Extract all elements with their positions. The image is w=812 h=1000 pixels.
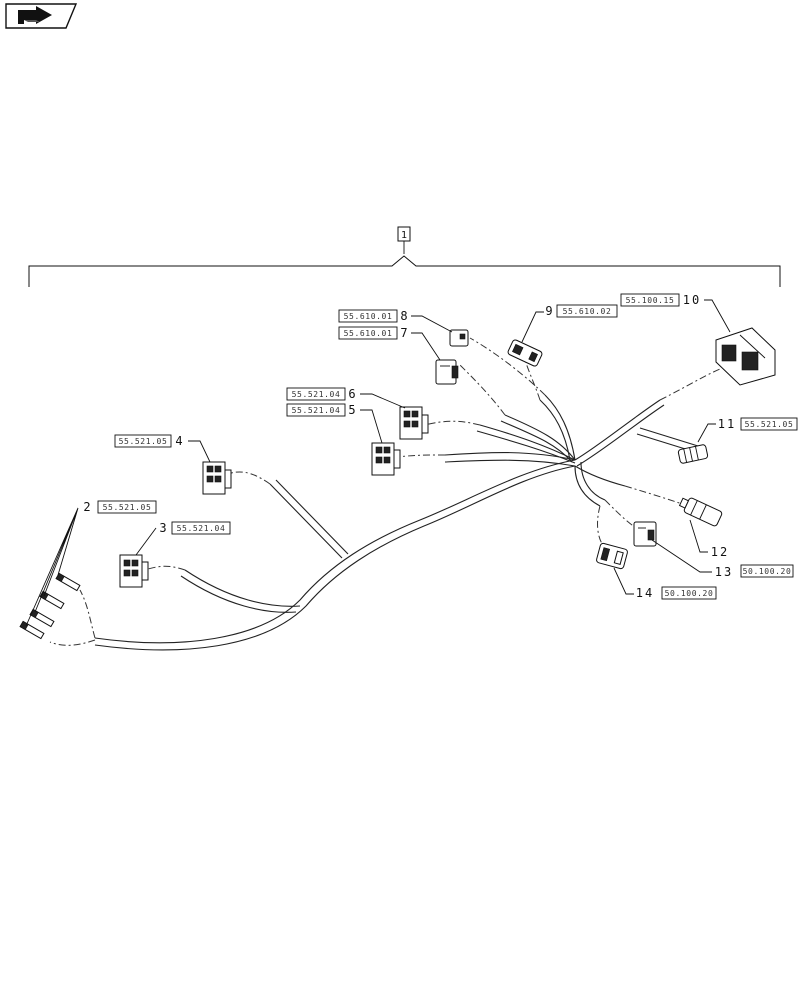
num-8: 8 bbox=[400, 309, 409, 323]
connector-3[interactable] bbox=[119, 554, 149, 588]
num-14: 14 bbox=[636, 586, 654, 600]
connector-7[interactable] bbox=[435, 359, 459, 385]
ref-6: 55.521.04 bbox=[292, 390, 341, 399]
num-4: 4 bbox=[175, 434, 184, 448]
callout-7: 55.610.01 7 bbox=[338, 326, 441, 361]
harness-trunk bbox=[94, 394, 699, 651]
num-2: 2 bbox=[83, 500, 92, 514]
connector-2[interactable] bbox=[19, 572, 81, 640]
callout-14: 50.100.20 14 bbox=[613, 567, 717, 600]
callout-13: 50.100.20 13 bbox=[651, 539, 794, 579]
connector-9[interactable] bbox=[507, 339, 543, 367]
callout-6: 55.521.04 6 bbox=[286, 387, 406, 409]
callout-4: 55.521.05 4 bbox=[114, 434, 211, 463]
callout-2: 55.521.05 2 bbox=[25, 500, 157, 627]
ref-5: 55.521.04 bbox=[292, 406, 341, 415]
connector-14[interactable] bbox=[596, 542, 628, 570]
dashed-leads bbox=[49, 337, 731, 646]
num-13: 13 bbox=[715, 565, 733, 579]
connector-11[interactable] bbox=[677, 444, 709, 464]
connector-12[interactable] bbox=[678, 495, 723, 527]
assembly-label: 1 bbox=[401, 230, 407, 241]
ref-10: 55.100.15 bbox=[626, 296, 675, 305]
assembly-bracket: 1 bbox=[28, 226, 781, 287]
ref-8: 55.610.01 bbox=[344, 312, 393, 321]
callout-11: 55.521.05 11 bbox=[697, 417, 798, 443]
ref-11: 55.521.05 bbox=[745, 420, 794, 429]
ref-14: 50.100.20 bbox=[665, 589, 714, 598]
connector-13[interactable] bbox=[633, 521, 657, 547]
num-3: 3 bbox=[159, 521, 168, 535]
ref-3: 55.521.04 bbox=[177, 524, 226, 533]
connector-4[interactable] bbox=[202, 461, 232, 495]
ref-2: 55.521.05 bbox=[103, 503, 152, 512]
num-6: 6 bbox=[348, 387, 357, 401]
connector-6[interactable] bbox=[399, 406, 429, 440]
num-11: 11 bbox=[718, 417, 736, 431]
num-12: 12 bbox=[711, 545, 729, 559]
num-5: 5 bbox=[348, 403, 357, 417]
callout-8: 55.610.01 8 bbox=[338, 309, 453, 333]
callout-10: 55.100.15 10 bbox=[620, 293, 731, 333]
num-10: 10 bbox=[683, 293, 701, 307]
ref-7: 55.610.01 bbox=[344, 329, 393, 338]
connector-8[interactable] bbox=[449, 329, 469, 347]
callout-5: 55.521.04 5 bbox=[286, 403, 383, 444]
ref-13: 50.100.20 bbox=[743, 567, 792, 576]
connector-5[interactable] bbox=[371, 442, 401, 476]
connector-10[interactable] bbox=[715, 327, 776, 386]
callout-9: 55.610.02 9 bbox=[521, 304, 618, 343]
callout-3: 55.521.04 3 bbox=[135, 521, 231, 556]
num-9: 9 bbox=[545, 304, 554, 318]
next-page-arrow-icon[interactable] bbox=[5, 3, 78, 29]
num-7: 7 bbox=[400, 326, 409, 340]
callout-12: 12 bbox=[689, 519, 729, 559]
ref-9: 55.610.02 bbox=[563, 307, 612, 316]
ref-4: 55.521.05 bbox=[119, 437, 168, 446]
